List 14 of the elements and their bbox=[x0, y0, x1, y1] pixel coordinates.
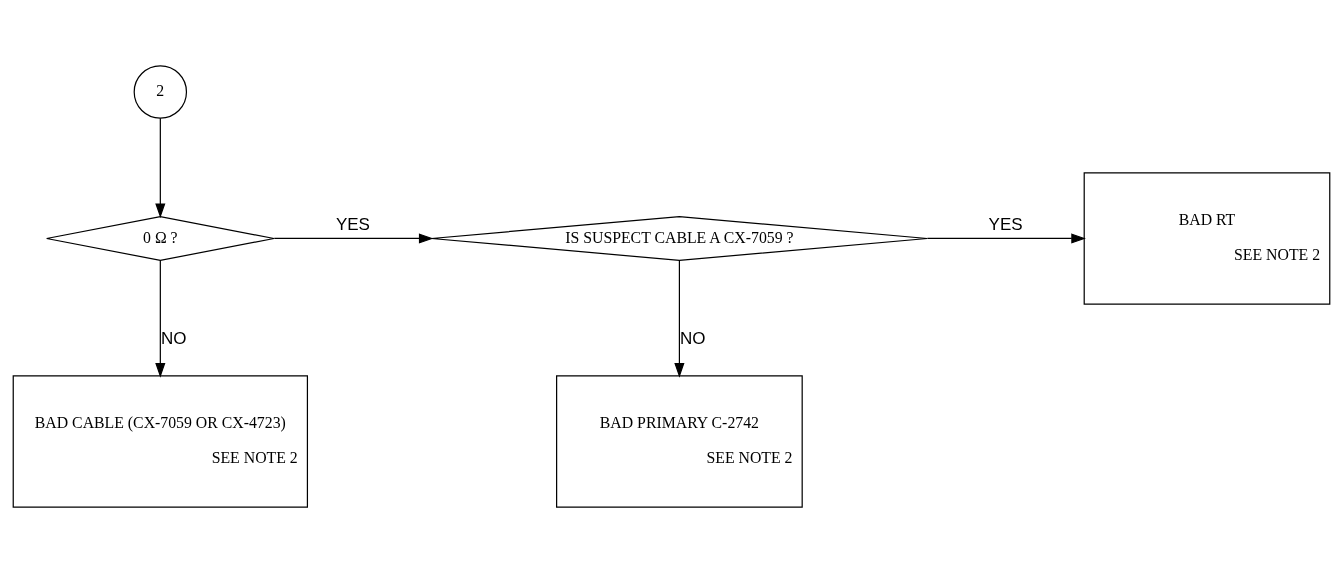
node-diamond: 0 Ω ? bbox=[46, 215, 275, 261]
arrow bbox=[674, 259, 685, 378]
node-box: BAD RT SEE NOTE 2 bbox=[1083, 172, 1331, 305]
edge-label: NO bbox=[680, 329, 706, 349]
edge-label: YES bbox=[988, 215, 1023, 235]
edge-label: NO bbox=[160, 329, 187, 349]
node-circle: 2 bbox=[133, 65, 188, 119]
arrow bbox=[155, 259, 166, 378]
arrow bbox=[926, 233, 1086, 244]
arrow bbox=[155, 117, 166, 219]
edge-label: YES bbox=[335, 215, 370, 235]
arrow bbox=[273, 233, 434, 244]
node-box: BAD CABLE (CX-7059 OR CX-4723) SEE NOTE 2 bbox=[12, 375, 309, 508]
node-box: BAD PRIMARY C-2742 SEE NOTE 2 bbox=[556, 375, 803, 508]
